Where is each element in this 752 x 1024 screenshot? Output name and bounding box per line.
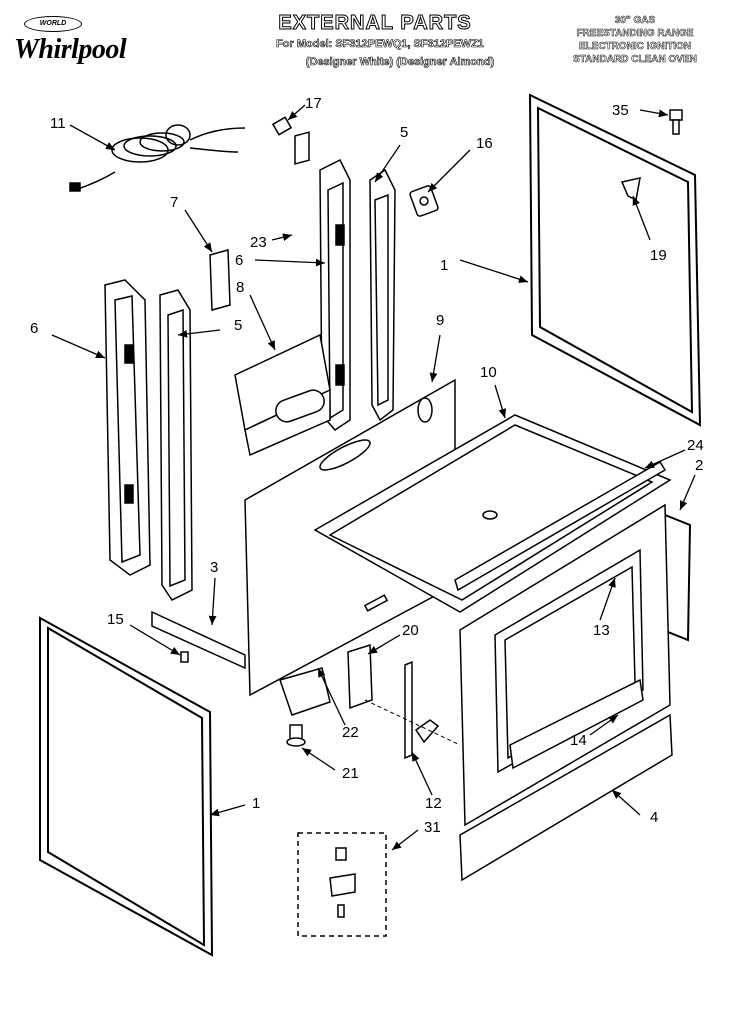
leader-10 <box>494 384 507 419</box>
bottom-rail-part <box>151 610 246 670</box>
leader-1a <box>459 259 529 283</box>
part-label-4: 4 <box>650 809 658 826</box>
side-panel-right-part <box>528 93 702 427</box>
page-title: EXTERNAL PARTS <box>278 12 472 35</box>
leader-17 <box>287 104 306 121</box>
part-label-23: 23 <box>250 234 267 251</box>
vent-duct-part <box>234 333 331 457</box>
leader-16 <box>427 149 471 193</box>
left-bracket-part <box>209 249 231 311</box>
screw-part <box>180 651 189 663</box>
part-label-12: 12 <box>425 795 442 812</box>
side-panel-center-part <box>319 158 351 431</box>
part-label-17: 17 <box>305 95 322 112</box>
leader-22 <box>317 667 346 726</box>
power-cord-part <box>69 124 246 192</box>
product-spec: 30" GAS FREESTANDING RANGE ELECTRONIC IG… <box>550 14 720 66</box>
part-label-8: 8 <box>236 279 244 296</box>
part-label-22: 22 <box>342 724 359 741</box>
leader-13 <box>599 577 616 621</box>
part-label-15: 15 <box>107 611 124 628</box>
part-label-9: 9 <box>436 312 444 329</box>
trim-strip-part <box>454 460 667 592</box>
leader-9 <box>429 334 441 383</box>
leader-23 <box>271 233 293 241</box>
leader-lines <box>51 104 696 851</box>
leader-35 <box>639 109 669 118</box>
part-label-13: 13 <box>593 622 610 639</box>
leader-11 <box>69 124 116 151</box>
model-line: For Model: SF312PEWQ1, SF312PEWZ1 <box>276 38 484 51</box>
part-label-21: 21 <box>342 765 359 782</box>
leader-2 <box>679 474 696 511</box>
part-label-1b: 1 <box>252 795 260 812</box>
part-label-7: 7 <box>170 194 178 211</box>
bolt-part <box>669 109 683 135</box>
part-label-5b: 5 <box>234 317 242 334</box>
part-label-16: 16 <box>476 135 493 152</box>
cooktop-panel-part <box>313 414 672 613</box>
part-label-11: 11 <box>50 115 66 132</box>
leader-7 <box>184 209 213 253</box>
leader-4 <box>611 789 641 816</box>
leveling-leg-part <box>286 724 306 747</box>
spec-line: ELECTRONIC IGNITION <box>578 41 692 53</box>
hinge-part <box>404 660 440 760</box>
leader-14 <box>589 714 619 736</box>
logo-badge: WORLD <box>24 16 82 32</box>
part-label-2: 2 <box>695 457 703 474</box>
clip-part <box>271 116 293 136</box>
part-label-31: 31 <box>424 819 441 836</box>
leader-8 <box>249 294 276 351</box>
leader-1b <box>209 804 246 817</box>
part-label-5a: 5 <box>400 124 408 141</box>
leader-5a <box>374 144 401 183</box>
part-label-6b: 6 <box>30 320 38 337</box>
leader-31 <box>391 829 419 851</box>
side-frame-left-part <box>159 289 193 601</box>
spec-line: STANDARD CLEAN OVEN <box>573 54 697 66</box>
leader-6b <box>51 334 106 359</box>
leader-6a <box>254 258 326 267</box>
small-bracket-part <box>294 131 310 165</box>
spec-line: 30" GAS <box>614 15 656 27</box>
part-label-10: 10 <box>480 364 497 381</box>
logo-wordmark: Whirlpool <box>14 34 127 65</box>
relation-line <box>364 699 461 746</box>
part-label-1a: 1 <box>440 257 448 274</box>
leader-15 <box>129 624 181 656</box>
spec-line: FREESTANDING RANGE <box>576 28 694 40</box>
leader-19 <box>632 195 651 241</box>
side-panel-lower-left-part <box>39 616 214 957</box>
side-frame-upper-right-part <box>369 168 396 422</box>
leader-20 <box>367 634 401 655</box>
whirlpool-logo: WORLD Whirlpool <box>14 14 154 74</box>
hardware-kit-part <box>297 832 387 937</box>
door-handle-part <box>509 678 644 770</box>
part-label-6a: 6 <box>235 252 243 269</box>
center-bracket-part <box>347 643 373 710</box>
part-label-19: 19 <box>650 247 667 264</box>
variant-line: (Designer White) (Designer Almond) <box>305 56 495 69</box>
leader-21 <box>301 747 336 771</box>
upper-bracket-part <box>409 185 439 217</box>
leader-5b <box>177 329 221 338</box>
side-panel-left-part <box>104 279 151 576</box>
part-label-20: 20 <box>402 622 419 639</box>
door-gasket-part <box>664 514 692 642</box>
part-label-3: 3 <box>210 559 218 576</box>
part-label-14: 14 <box>570 732 587 749</box>
kick-panel-part <box>459 713 673 882</box>
part-label-35: 35 <box>612 102 629 119</box>
leader-12 <box>411 751 433 796</box>
leader-3 <box>208 577 217 626</box>
bottom-bracket-part <box>279 667 331 716</box>
leader-24 <box>644 449 686 469</box>
part-label-24: 24 <box>687 437 704 454</box>
